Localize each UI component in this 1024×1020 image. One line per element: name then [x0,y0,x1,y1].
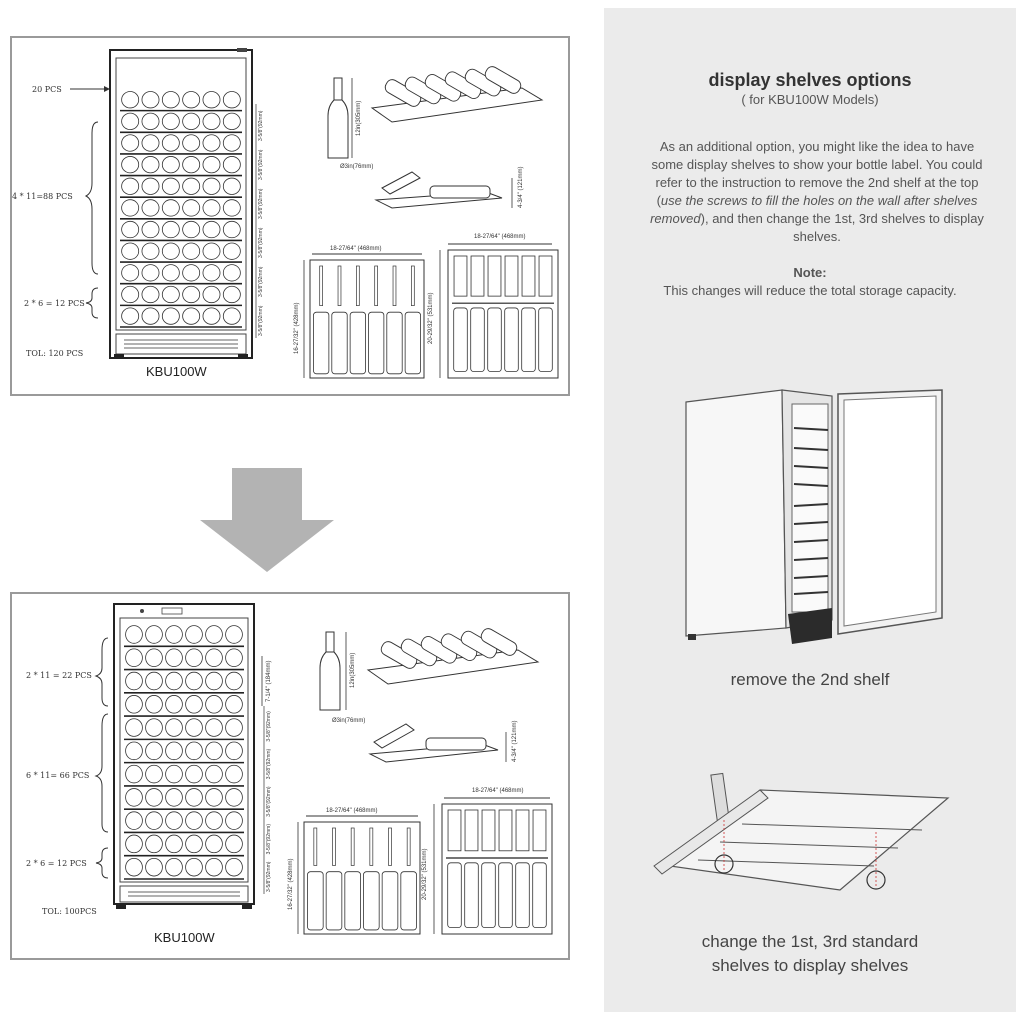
shelf-side-view: 18-27/64" (468mm) 20-29/32" (531mm) [422,788,553,935]
bottle-row [120,264,242,285]
caption-change-line-1: change the 1st, 3rd standard [701,932,919,951]
dim-bottle-diameter: Ø3in(76mm) [332,718,365,724]
bottle-row [120,177,242,198]
dim-pitch: 3-5/8"(92mm) [258,266,264,297]
caption-change-shelves: change the 1st, 3rd standard shelves to … [604,930,1016,978]
fridge-diagram-before: 20 PCS 4 * 11=88 PCS 2 * 6 = 12 PCS TOL:… [12,48,559,379]
dim-bottle-height: 12in(305mm) [350,653,356,688]
fridge-front-view [109,48,253,359]
info-sidebar: display shelves options ( for KBU100W Mo… [604,8,1016,1012]
bottle-row [120,134,242,155]
bottle-row [120,285,242,307]
label-count-a: 2 * 11 = 22 PCS [26,671,92,680]
label-count-b: 4 * 11=88 PCS [12,192,73,201]
description-text-2: ), and then change the 1st, 3rd shelves … [700,211,984,244]
shelf-pitch-dimensions: 3-5/8"(92mm) 3-5/8"(92mm) 3-5/8"(92mm) 3-5/… [263,706,272,894]
dim-front-width: 18-27/64" (468mm) [326,808,378,814]
description-text-1: As an additional option, you might like … [651,139,983,208]
dim-pitch: 3-5/8"(92mm) [266,861,272,892]
dim-bottle-height: 12in(305mm) [356,101,362,136]
dim-side-width: 18-27/64" (468mm) [474,234,526,240]
bottle-row [120,307,242,328]
bottle-rows [120,91,242,328]
shelf-illustration [653,772,950,891]
gap-dimension: 7-1/4" (184mm) [261,656,272,706]
down-arrow-icon [200,468,334,572]
dim-front-height: 16-27/32" (428mm) [294,303,300,355]
bottle-row [120,156,242,177]
dim-pitch: 3-5/8"(92mm) [266,711,272,742]
label-count-c: 2 * 6 = 12 PCS [24,299,85,308]
fridge-diagram-after: 2 * 11 = 22 PCS 6 * 11= 66 PCS 2 * 6 = 1… [26,603,553,945]
label-count-b: 6 * 11= 66 PCS [26,771,89,780]
dim-bottle-diameter: Ø3in(76mm) [340,164,373,170]
bottle-dimension-drawing: 12in(305mm) Ø3in(76mm) [327,77,373,170]
dim-side-height: 20-29/32" (531mm) [428,293,434,345]
bottle-row [124,834,244,857]
bottle-row [124,625,244,648]
label-total: TOL: 120 PCS [26,349,83,358]
label-count-a: 20 PCS [32,85,62,94]
open-fridge-illustration [685,389,943,644]
diagram-panel-after: 2 * 11 = 22 PCS 6 * 11= 66 PCS 2 * 6 = 1… [10,592,570,960]
sidebar-title: display shelves options [708,70,912,90]
bottle-row [124,648,244,671]
bottle-row [120,242,242,263]
dim-pitch: 3-5/8"(92mm) [258,305,264,336]
label-total: TOL: 100PCS [42,907,97,916]
dim-pitch: 3-5/8"(92mm) [258,188,264,219]
bottle-row [124,671,244,694]
model-label: KBU100W [146,364,207,379]
bottle-row [124,811,244,834]
dim-pitch: 3-5/8"(92mm) [266,748,272,779]
shelf-front-view: 18-27/64" (468mm) 16-27/32" (428mm) [288,808,421,935]
diagram-panel-before: 20 PCS 4 * 11=88 PCS 2 * 6 = 12 PCS TOL:… [10,36,570,396]
sidebar-subtitle: ( for KBU100W Models) [741,92,879,107]
dim-shelf-depth: 4-3/4" (121mm) [512,721,518,762]
model-label: KBU100W [154,930,215,945]
dim-pitch: 3-5/8"(92mm) [258,110,264,141]
bottle-row [124,764,244,787]
dim-shelf-depth: 4-3/4" (121mm) [518,167,524,208]
shelf-front-view: 18-27/64" (468mm) 16-27/32" (428mm) [294,246,425,379]
dim-gap: 7-1/4" (184mm) [266,661,272,702]
dim-pitch: 3-5/8"(92mm) [266,786,272,817]
caption-change-line-2: shelves to display shelves [711,956,909,975]
dim-pitch: 3-5/8"(92mm) [258,227,264,258]
shelf-pitch-dimensions: 3-5/8"(92mm) 3-5/8"(92mm) 3-5/8"(92mm) 3-5/… [255,104,264,338]
dim-front-width: 18-27/64" (468mm) [330,246,382,252]
dim-side-height: 20-29/32" (531mm) [422,849,428,901]
fridge-front-view [113,603,255,909]
dim-pitch: 3-5/8"(92mm) [258,149,264,180]
dim-side-width: 18-27/64" (468mm) [472,788,524,794]
bottle-row [124,695,244,717]
bottle-row [124,718,244,741]
display-shelf-drawing: 4-3/4" (121mm) [374,167,524,209]
shelf-side-view: 18-27/64" (468mm) 20-29/32" (531mm) [428,234,559,379]
bottle-row [124,857,244,880]
bottle-row [120,112,242,134]
shelf-with-bottles-drawing [366,628,540,685]
label-count-c: 2 * 6 = 12 PCS [26,859,87,868]
bottle-row [120,199,242,220]
bottle-row [124,788,244,810]
description-italic: use the screws to fill the holes on the … [650,193,978,226]
shelf-with-bottles-drawing [370,66,544,123]
bottle-row [124,741,244,764]
display-shelf-drawing: 4-3/4" (121mm) [368,721,518,763]
dim-front-height: 16-27/32" (428mm) [288,859,294,911]
bottle-row [120,220,242,242]
note-text: This changes will reduce the total stora… [663,283,957,298]
note-title: Note: [793,265,827,280]
description-paragraph: As an additional option, you might like … [648,138,986,246]
bottle-dimension-drawing: 12in(305mm) Ø3in(76mm) [319,631,365,724]
dim-pitch: 3-5/8"(92mm) [266,824,272,855]
caption-remove-shelf: remove the 2nd shelf [730,670,890,689]
bottle-row [120,91,242,112]
